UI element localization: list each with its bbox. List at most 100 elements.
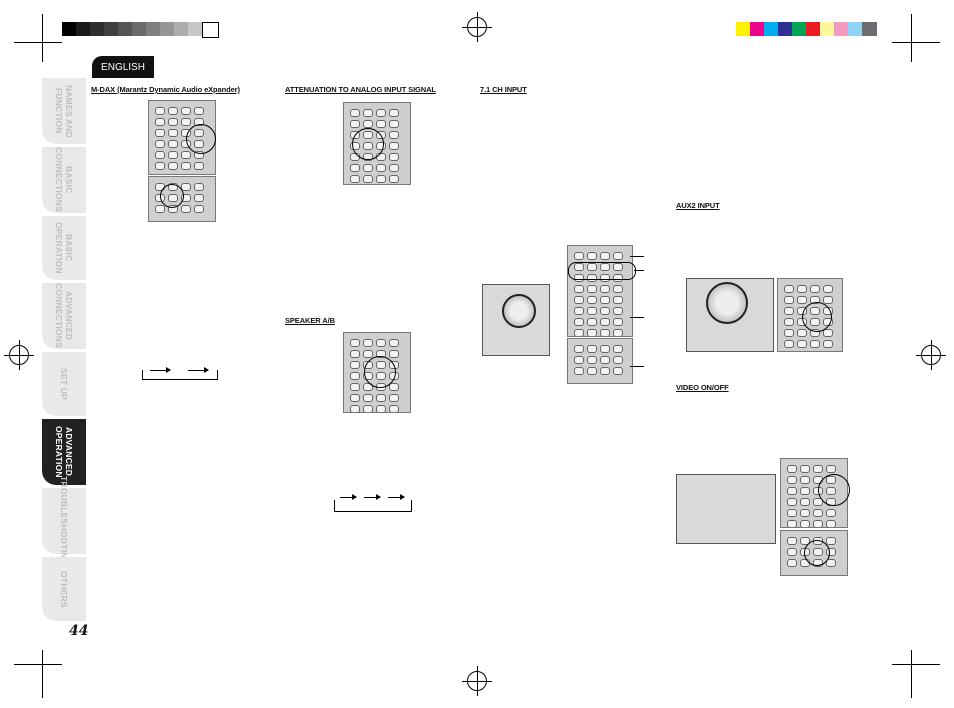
remote-button [600, 345, 610, 353]
remote-button [784, 296, 794, 304]
tab-troubleshooting[interactable]: TROUBLESHOOTING [42, 476, 86, 566]
remote-button [168, 118, 178, 126]
color-swatch [848, 22, 863, 36]
highlight-circle [160, 184, 184, 208]
gray-swatch [104, 22, 119, 36]
color-swatch [792, 22, 807, 36]
remote-button [363, 339, 373, 347]
remote-button [797, 329, 807, 337]
remote-button [613, 263, 623, 271]
remote-button [574, 252, 584, 260]
gray-swatch [188, 22, 203, 36]
remote-button [181, 118, 191, 126]
remote-button [784, 285, 794, 293]
remote-button [826, 559, 836, 567]
color-swatch [834, 22, 849, 36]
tab-advanced-connections[interactable]: ADVANCED CONNECTIONS [42, 283, 86, 349]
remote-button [350, 405, 360, 412]
remote-button [376, 394, 386, 402]
remote-button [389, 131, 399, 139]
remote-button [181, 162, 191, 170]
remote-button [613, 285, 623, 293]
remote-button [574, 329, 584, 336]
remote-button [363, 175, 373, 183]
callout-line [630, 256, 644, 257]
remote-button [181, 151, 191, 159]
language-tab: ENGLISH [92, 56, 154, 78]
remote-button [376, 339, 386, 347]
remote-button [826, 520, 836, 527]
remote-button [813, 520, 823, 527]
remote-button [784, 307, 794, 315]
tab-advanced-operation[interactable]: ADVANCED OPERATION [42, 419, 86, 485]
remote-button [376, 109, 386, 117]
tab-label: TROUBLESHOOTING [59, 476, 69, 566]
receiver-front-panel [676, 474, 776, 544]
remote-illustration-7-1-bottom [567, 338, 633, 384]
volume-knob [502, 294, 536, 328]
crop-mark-bottom-right-v [911, 650, 912, 698]
remote-button [600, 263, 610, 271]
remote-button [613, 274, 623, 282]
loop-line [411, 500, 412, 512]
remote-button [787, 548, 797, 556]
gray-swatch [132, 22, 147, 36]
remote-button [389, 120, 399, 128]
remote-button [823, 340, 833, 348]
remote-button [587, 356, 597, 364]
tab-set-up[interactable]: SET UP [42, 352, 86, 416]
heading-aux2-input: AUX2 INPUT [676, 201, 720, 210]
gray-swatch [146, 22, 161, 36]
remote-button [826, 509, 836, 517]
tab-names-and-function[interactable]: NAMES AND FUNCTION [42, 78, 86, 144]
tab-basic-connections[interactable]: BASIC CONNECTIONS [42, 147, 86, 213]
remote-button [155, 162, 165, 170]
remote-button [363, 120, 373, 128]
remote-button [155, 205, 165, 213]
tab-others[interactable]: OTHERS [42, 557, 86, 621]
remote-button [168, 151, 178, 159]
remote-button [389, 164, 399, 172]
remote-button [350, 120, 360, 128]
remote-button [155, 140, 165, 148]
remote-button [574, 356, 584, 364]
remote-button [194, 205, 204, 213]
remote-button [155, 118, 165, 126]
gray-swatch [174, 22, 189, 36]
color-swatch [764, 22, 779, 36]
registration-mark-right [916, 340, 946, 370]
remote-button [376, 164, 386, 172]
heading-attenuation: ATTENUATION TO ANALOG INPUT SIGNAL [285, 85, 436, 94]
remote-button [574, 296, 584, 304]
remote-button [613, 296, 623, 304]
remote-button [600, 285, 610, 293]
remote-button [363, 164, 373, 172]
remote-button [574, 318, 584, 326]
crop-mark-top-right-v [911, 14, 912, 62]
remote-button [613, 252, 623, 260]
loop-line [142, 370, 143, 380]
remote-button [813, 509, 823, 517]
remote-button [810, 285, 820, 293]
sequence-arrow [150, 367, 171, 373]
tab-basic-operation[interactable]: BASIC OPERATION [42, 216, 86, 280]
gray-swatch [202, 22, 219, 38]
remote-button [787, 520, 797, 527]
remote-button [600, 274, 610, 282]
remote-button [587, 274, 597, 282]
remote-illustration-7-1-top [567, 245, 633, 337]
remote-button [574, 367, 584, 375]
remote-button [587, 252, 597, 260]
sequence-arrow [364, 494, 381, 500]
remote-button [613, 329, 623, 336]
loop-line [334, 511, 412, 512]
tab-label: ADVANCED CONNECTIONS [54, 283, 74, 349]
remote-button [600, 252, 610, 260]
tab-label: SET UP [59, 368, 69, 400]
remote-button [376, 120, 386, 128]
remote-button [587, 345, 597, 353]
remote-button [600, 307, 610, 315]
remote-button [350, 383, 360, 391]
color-swatch [778, 22, 793, 36]
tab-label: ADVANCED OPERATION [54, 426, 74, 478]
